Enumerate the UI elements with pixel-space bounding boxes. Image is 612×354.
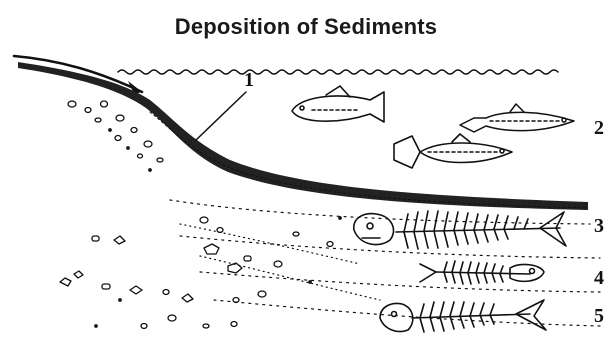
label-5: 5	[594, 305, 604, 327]
label-2: 2	[594, 117, 604, 139]
fish-medium	[394, 134, 512, 168]
fossil-skeleton-5	[380, 300, 546, 332]
water-surface	[118, 70, 558, 74]
label-1-leader	[196, 92, 246, 140]
fish-large	[292, 86, 384, 122]
sediment-slope	[18, 62, 588, 210]
label-4: 4	[594, 267, 604, 289]
label-1: 1	[244, 69, 254, 91]
fossil-skeleton-4	[420, 261, 544, 284]
label-3: 3	[594, 215, 604, 237]
pebbles-upper	[68, 101, 163, 171]
fish-small-right	[460, 104, 574, 132]
pebbles-lower	[60, 217, 341, 329]
fossil-skeleton-3	[354, 211, 566, 249]
